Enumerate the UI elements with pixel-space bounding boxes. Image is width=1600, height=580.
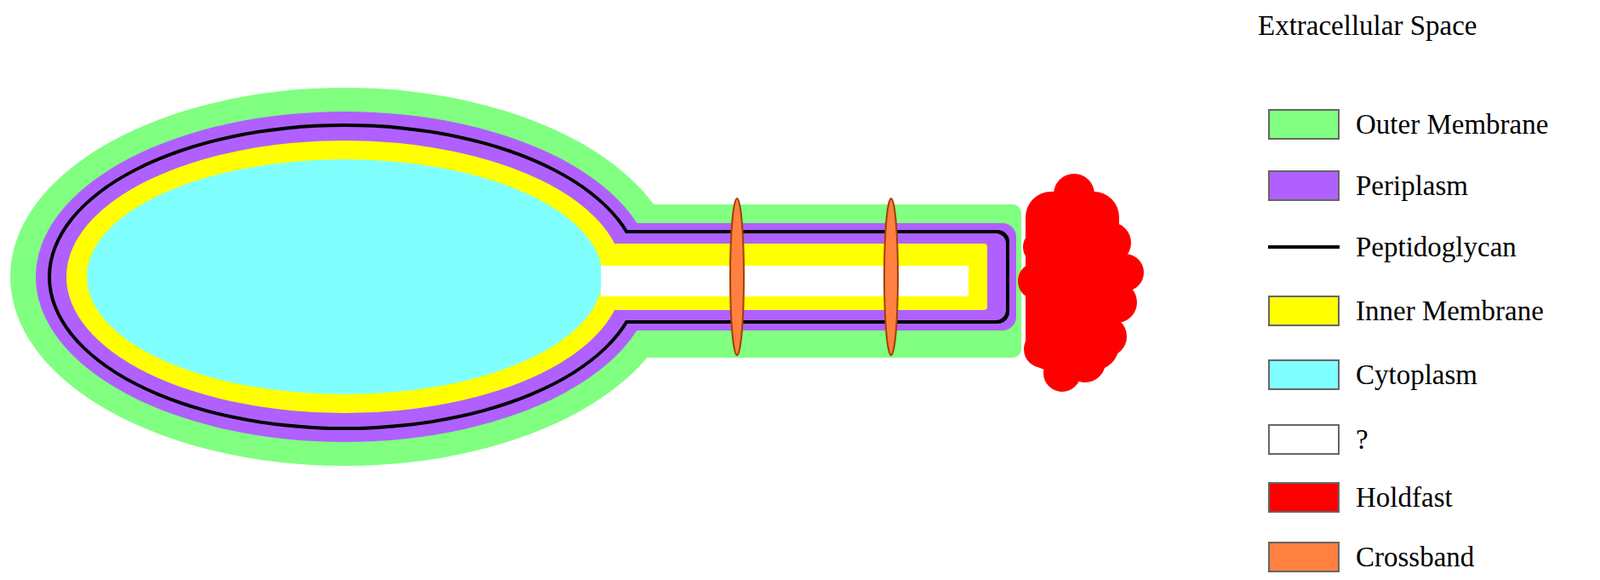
legend-text: Peptidoglycan	[1355, 233, 1517, 262]
legend-text: Inner Membrane	[1355, 297, 1544, 326]
legend-text: Crossband	[1355, 542, 1475, 572]
legend-text: Cytoplasm	[1355, 360, 1478, 389]
legend-text: Periplasm	[1355, 171, 1469, 200]
peptidoglycan-line	[47, 123, 1010, 430]
legend-swatch	[1268, 481, 1340, 513]
crossband-shape	[730, 198, 898, 355]
cytoplasm-shape	[86, 159, 603, 395]
region-label: Extracellular Space	[1257, 11, 1477, 40]
holdfast-shape	[1017, 173, 1144, 392]
legend-swatch	[1268, 170, 1340, 201]
legend-text: Holdfast	[1355, 483, 1453, 512]
legend-swatch	[1268, 541, 1340, 572]
outer-membrane-shape	[10, 87, 1022, 466]
legend-text: Outer Membrane	[1355, 110, 1549, 139]
legend-swatch	[1268, 295, 1340, 326]
legend-swatch	[1268, 108, 1340, 140]
stalk-core	[600, 265, 969, 297]
legend-swatch	[1268, 423, 1340, 455]
legend-text: ?	[1355, 425, 1369, 454]
periplasm-inner-shape	[51, 126, 1006, 427]
legend-line-sample	[1268, 245, 1340, 249]
inner-membrane-shape	[66, 140, 988, 413]
legend-swatch	[1268, 359, 1340, 390]
periplasm-shape	[35, 111, 1017, 442]
